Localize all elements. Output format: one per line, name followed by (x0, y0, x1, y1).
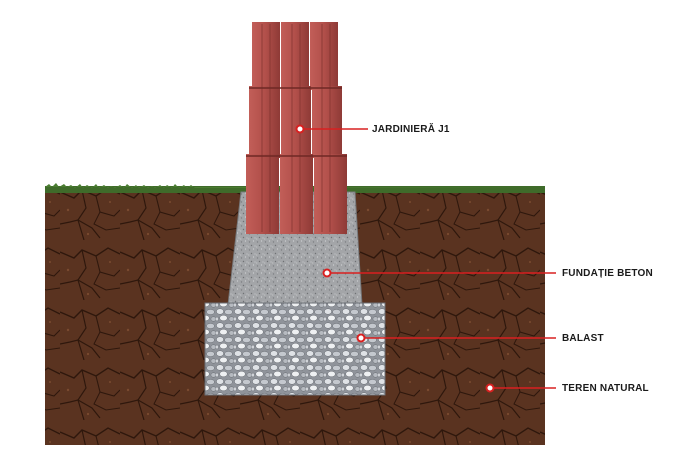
label-jardiniera: JARDINIERĂ J1 (372, 124, 450, 135)
planter-brick-stack (246, 22, 347, 234)
callout-fundatie (322, 268, 556, 278)
label-fundatie-beton: FUNDAȚIE BETON (562, 268, 653, 279)
callout-teren (485, 383, 556, 393)
gravel-ballast (204, 302, 386, 396)
label-balast: BALAST (562, 333, 604, 344)
callout-balast (356, 333, 556, 343)
callout-jardiniera (295, 124, 368, 134)
label-teren-natural: TEREN NATURAL (562, 383, 649, 394)
